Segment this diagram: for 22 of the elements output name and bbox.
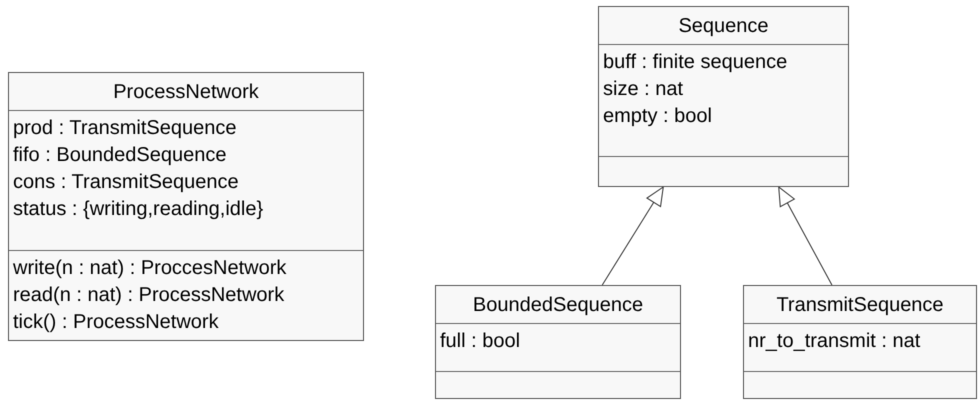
- attribute-text: nr_to_transmit : nat: [748, 329, 920, 354]
- attribute-text: size : nat: [603, 77, 684, 102]
- inheritance-arrow: [602, 186, 664, 286]
- method-text: write(n : nat) : ProccesNetwork: [13, 256, 286, 281]
- method-text: tick() : ProcessNetwork: [13, 310, 219, 335]
- class-name: BoundedSequence: [472, 294, 644, 317]
- attribute-text: cons : TransmitSequence: [13, 170, 239, 195]
- class-name: TransmitSequence: [776, 294, 944, 317]
- class-box: [598, 6, 849, 187]
- inheritance-arrow: [778, 186, 832, 286]
- method-text: read(n : nat) : ProcessNetwork: [13, 283, 284, 308]
- class-name: Sequence: [678, 15, 769, 38]
- attribute-text: fifo : BoundedSequence: [13, 143, 227, 168]
- class-box: [743, 285, 977, 399]
- attribute-text: empty : bool: [603, 104, 712, 129]
- attribute-text: status : {writing,reading,idle}: [13, 197, 264, 222]
- class-name: ProcessNetwork: [113, 81, 259, 104]
- attribute-text: prod : TransmitSequence: [13, 116, 236, 141]
- attribute-text: full : bool: [440, 329, 520, 354]
- class-box: [8, 72, 364, 341]
- attribute-text: buff : finite sequence: [603, 50, 788, 75]
- class-box: [435, 285, 681, 399]
